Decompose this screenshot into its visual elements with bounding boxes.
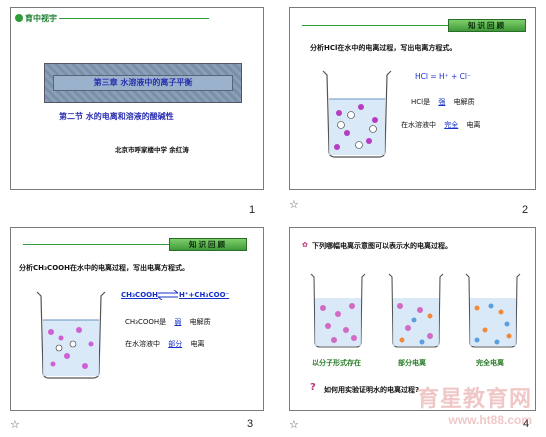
beaker-complete-icon bbox=[465, 273, 521, 348]
prompt-text: 下列哪幅电离示意图可以表示水的电离过程。 bbox=[312, 242, 452, 250]
school-logo: 育中视宇 bbox=[15, 13, 57, 24]
ionization-line: 在水溶液中 部分 电离 bbox=[125, 339, 204, 349]
ionization-line: 在水溶液中 完全 电离 bbox=[401, 120, 480, 130]
electrolyte-answer: 弱 bbox=[174, 318, 182, 326]
page-number: 3 bbox=[247, 418, 254, 430]
electrolyte-prefix: CH₃COOH是 bbox=[125, 318, 167, 326]
beaker-molecules-icon bbox=[310, 273, 366, 348]
star-icon: ☆ bbox=[289, 418, 299, 431]
star-icon: ☆ bbox=[10, 418, 20, 431]
watermark-url: www.ht88.com bbox=[448, 413, 532, 427]
ionization-equation: HCl = H⁺ + Cl⁻ bbox=[415, 72, 471, 81]
slide-3[interactable]: 知识回顾 分析CH₃COOH在水中的电离过程，写出电离方程式。 CH₃COOH … bbox=[10, 227, 264, 430]
flower-icon: ✿ bbox=[302, 241, 308, 249]
watermark: 育星教育网 www.ht88.com bbox=[417, 381, 532, 427]
logo-text: 育中视宇 bbox=[25, 14, 57, 23]
logo-icon bbox=[15, 14, 23, 22]
header-line bbox=[302, 25, 452, 26]
slide-4[interactable]: ✿ 下列哪幅电离示意图可以表示水的电离过程。 以分子形式存在 部分电离 完全电离… bbox=[289, 227, 536, 430]
prompt-text: 分析HCl在水中的电离过程，写出电离方程式。 bbox=[310, 44, 457, 52]
ionization-suffix: 电离 bbox=[466, 121, 481, 129]
title-box: 第三章 水溶液中的离子平衡 bbox=[44, 63, 242, 103]
question-text: 如何用实验证明水的电离过程? bbox=[324, 386, 420, 394]
ionization-prefix: 在水溶液中 bbox=[401, 121, 436, 129]
watermark-title: 育星教育网 bbox=[416, 387, 532, 412]
electrolyte-suffix: 电解质 bbox=[453, 98, 475, 106]
header-line bbox=[59, 18, 209, 19]
page-number: 1 bbox=[249, 204, 256, 216]
beaker-icon bbox=[36, 291, 106, 379]
beaker-icon bbox=[322, 70, 392, 158]
equation-right: H⁺+CH₃COO⁻ bbox=[179, 291, 230, 299]
ionization-answer: 完全 bbox=[444, 121, 459, 129]
section-title: 第二节 水的电离和溶液的酸碱性 bbox=[59, 112, 174, 121]
label-complete: 完全电离 bbox=[476, 359, 504, 367]
electrolyte-suffix: 电解质 bbox=[189, 318, 211, 326]
page-number: 2 bbox=[522, 204, 529, 216]
ionization-suffix: 电离 bbox=[190, 340, 205, 348]
author-line: 北京市呼家楼中学 余红涛 bbox=[115, 146, 189, 154]
page-number: 4 bbox=[523, 418, 530, 430]
ionization-answer: 部分 bbox=[168, 340, 183, 348]
beaker-partial-icon bbox=[388, 273, 444, 348]
equilibrium-arrow-icon bbox=[157, 290, 179, 300]
electrolyte-line: HCl是 强 电解质 bbox=[411, 97, 475, 107]
review-badge: 知识回顾 bbox=[169, 238, 247, 251]
label-molecules: 以分子形式存在 bbox=[312, 359, 361, 367]
star-icon: ☆ bbox=[289, 198, 299, 211]
slide-2[interactable]: 知识回顾 分析HCl在水中的电离过程，写出电离方程式。 HCl = H⁺ + C… bbox=[289, 7, 536, 216]
review-badge: 知识回顾 bbox=[448, 19, 526, 32]
slide-1[interactable]: 育中视宇 第三章 水溶液中的离子平衡 第二节 水的电离和溶液的酸碱性 北京市呼家… bbox=[10, 7, 264, 216]
chapter-title: 第三章 水溶液中的离子平衡 bbox=[53, 75, 233, 91]
header-line bbox=[23, 244, 173, 245]
prompt-text: 分析CH₃COOH在水中的电离过程，写出电离方程式。 bbox=[19, 264, 189, 272]
ionization-prefix: 在水溶液中 bbox=[125, 340, 160, 348]
question-icon: ? bbox=[310, 382, 316, 393]
electrolyte-answer: 强 bbox=[438, 98, 446, 106]
label-partial: 部分电离 bbox=[398, 359, 426, 367]
electrolyte-prefix: HCl是 bbox=[411, 98, 431, 106]
equation-left: CH₃COOH bbox=[121, 291, 158, 299]
electrolyte-line: CH₃COOH是 弱 电解质 bbox=[125, 317, 211, 327]
